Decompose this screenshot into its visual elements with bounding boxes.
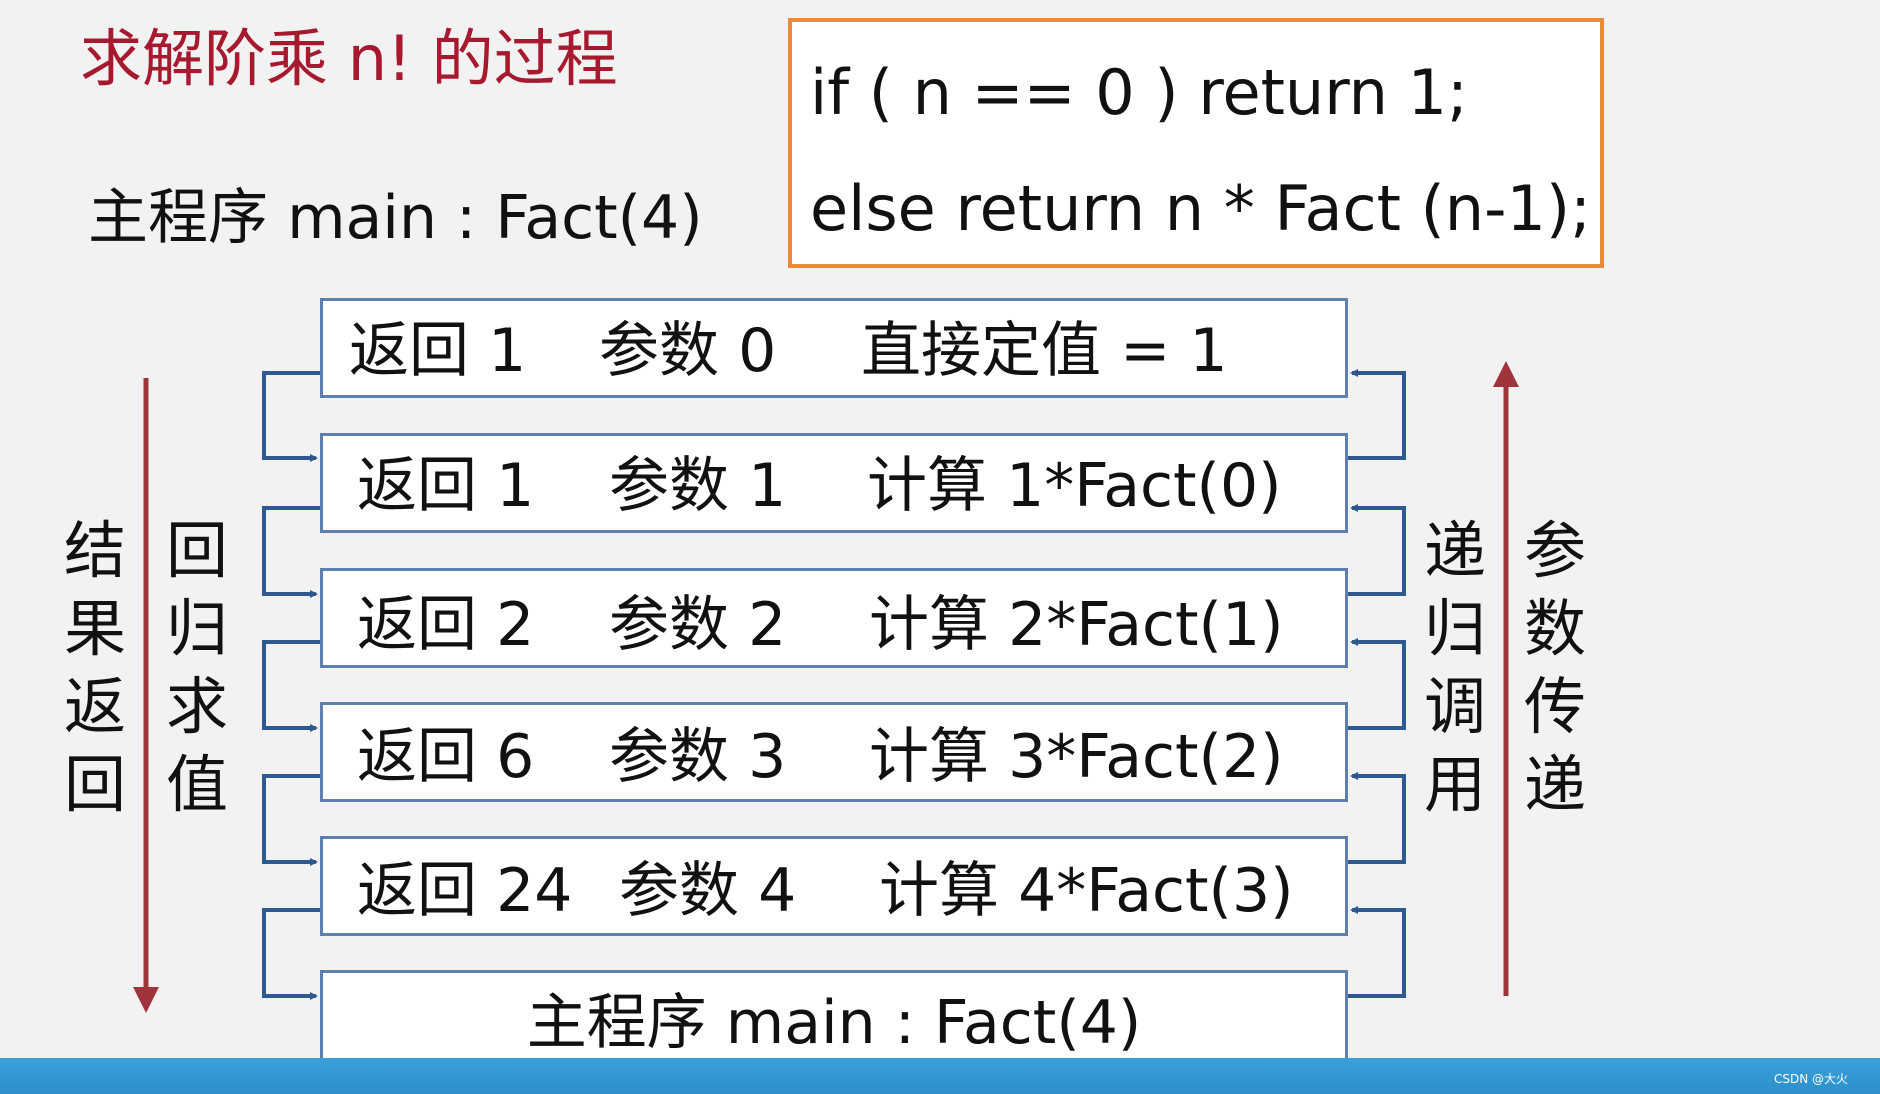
frame-return: 返回 6 (357, 722, 535, 792)
label-param-pass: 参数传递 (1523, 514, 1586, 821)
frame-return: 返回 1 (357, 451, 535, 521)
frame-param: 参数 2 (609, 590, 787, 660)
watermark: CSDN @大火 (1773, 1072, 1848, 1086)
stack-frame-4: 返回 24 参数 4 计算 4*Fact(3) (320, 836, 1348, 936)
code-box: if ( n == 0 ) return 1; else return n * … (788, 18, 1604, 268)
frame-calc: 直接定值 = 1 (861, 316, 1228, 386)
stack-frame-1: 返回 1 参数 1 计算 1*Fact(0) (320, 433, 1348, 533)
main-frame-label: 主程序 main : Fact(4) (526, 988, 1142, 1058)
code-line-2: else return n * Fact (n-1); (810, 172, 1591, 245)
frame-return: 返回 2 (357, 590, 535, 660)
main-frame: 主程序 main : Fact(4) (320, 970, 1348, 1070)
left-connectors (262, 371, 320, 1000)
frame-calc: 计算 4*Fact(3) (879, 856, 1294, 926)
frame-param: 参数 1 (609, 451, 787, 521)
label-recursive-call: 递归调用 (1423, 514, 1486, 821)
frame-calc: 计算 2*Fact(1) (869, 590, 1284, 660)
stack-frame-3: 返回 6 参数 3 计算 3*Fact(2) (320, 702, 1348, 802)
label-regression-eval: 回归求值 (165, 514, 228, 821)
frame-param: 参数 4 (619, 856, 797, 926)
frame-calc: 计算 1*Fact(0) (867, 451, 1282, 521)
page-title: 求解阶乘 n! 的过程 (80, 22, 618, 95)
frame-calc: 计算 3*Fact(2) (869, 722, 1284, 792)
bottom-banner (0, 1058, 1880, 1094)
main-call-label: 主程序 main : Fact(4) (88, 183, 703, 253)
stack-frame-2: 返回 2 参数 2 计算 2*Fact(1) (320, 568, 1348, 668)
frame-param: 参数 0 (599, 316, 777, 386)
stack-frame-0: 返回 1 参数 0 直接定值 = 1 (320, 298, 1348, 398)
right-connectors (1348, 369, 1406, 998)
frame-return: 返回 1 (349, 316, 527, 386)
code-line-1: if ( n == 0 ) return 1; (810, 56, 1468, 129)
frame-param: 参数 3 (609, 722, 787, 792)
label-result-return: 结果返回 (63, 514, 126, 821)
frame-return: 返回 24 (357, 856, 573, 926)
